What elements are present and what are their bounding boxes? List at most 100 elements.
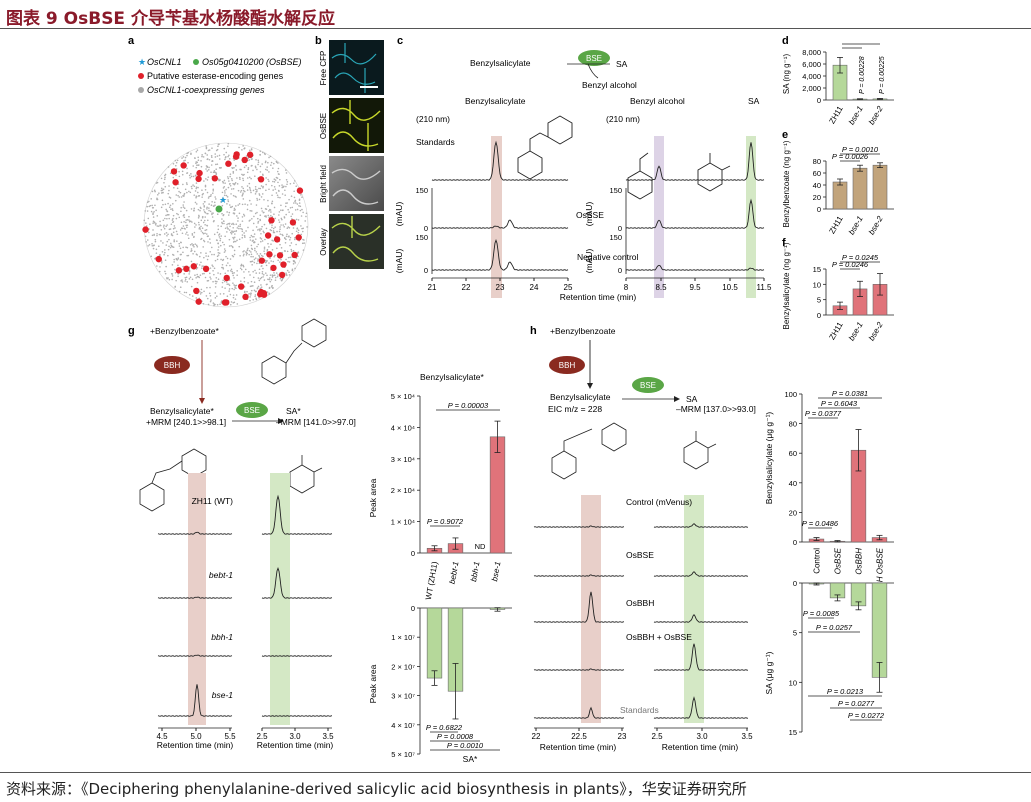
- coexpressed-gene-node: [232, 238, 235, 240]
- coexpressed-gene-node: [221, 263, 224, 266]
- coexpressed-gene-node: [255, 298, 258, 301]
- trace-g-left: [157, 684, 233, 717]
- coexpressed-gene-node: [294, 209, 297, 211]
- coexpressed-gene-node: [170, 234, 173, 236]
- coexpressed-gene-node: [228, 290, 230, 292]
- coexpressed-gene-node: [255, 251, 258, 253]
- micrograph-osbse: [329, 98, 384, 153]
- coexpressed-gene-node: [155, 182, 158, 184]
- category-label: bbh-1: [469, 561, 481, 583]
- coexpressed-gene-node: [227, 270, 229, 272]
- coexpressed-gene-node: [216, 295, 218, 298]
- trace-osbse-left: [431, 219, 569, 229]
- coexpressed-gene-node: [220, 201, 222, 203]
- trace-label-standards: Standards: [416, 137, 455, 147]
- coexpressed-gene-node: [224, 192, 226, 194]
- coexpressed-gene-node: [287, 226, 290, 228]
- coexpressed-gene-node: [242, 213, 245, 216]
- coexpressed-gene-node: [204, 211, 207, 214]
- coexpressed-gene-node: [205, 295, 208, 297]
- coexpressed-gene-node: [189, 191, 192, 194]
- coexpressed-gene-node: [268, 180, 270, 182]
- coexpressed-gene-node: [230, 301, 233, 303]
- coexpressed-gene-node: [214, 196, 216, 198]
- coexpressed-gene-node: [201, 231, 204, 234]
- esterase-gene-node: [180, 162, 187, 169]
- coexpressed-gene-node: [268, 188, 270, 191]
- coexpressed-gene-node: [191, 278, 194, 281]
- y-tick-label: 0: [793, 538, 797, 547]
- coexpressed-gene-node: [192, 175, 195, 178]
- coexpressed-gene-node: [211, 253, 213, 256]
- coexpressed-gene-node: [156, 198, 159, 201]
- coexpressed-gene-node: [189, 176, 191, 179]
- coexpressed-gene-node: [164, 217, 166, 220]
- bar: [852, 167, 868, 210]
- coexpressed-gene-node: [166, 234, 168, 237]
- coexpressed-gene-node: [236, 303, 239, 305]
- coexpressed-gene-node: [196, 281, 199, 284]
- coexpressed-gene-node: [221, 281, 224, 284]
- y-tick-label: 0: [817, 311, 821, 320]
- coexpressed-gene-node: [156, 234, 158, 237]
- coexpressed-gene-node: [160, 228, 163, 231]
- trace-label-osbse: OsBSE: [576, 210, 604, 220]
- coexpressed-gene-node: [171, 273, 174, 275]
- coexpressed-gene-node: [206, 297, 209, 300]
- coexpressed-gene-node: [224, 182, 226, 184]
- coexpressed-gene-node: [285, 258, 287, 261]
- coexpressed-gene-node: [210, 155, 213, 157]
- coexpressed-gene-node: [161, 250, 164, 253]
- coexpressed-gene-node: [259, 165, 262, 168]
- coexpressed-gene-node: [261, 270, 264, 273]
- coexpressed-gene-node: [248, 271, 250, 273]
- coexpressed-gene-node: [249, 149, 251, 152]
- coexpressed-gene-node: [228, 158, 231, 160]
- coexpressed-gene-node: [257, 243, 260, 246]
- coexpressed-gene-node: [198, 223, 200, 226]
- coexpressed-gene-node: [260, 185, 263, 187]
- category-label: ZH11: [827, 104, 845, 125]
- coexpressed-gene-node: [154, 204, 156, 207]
- coexpressed-gene-node: [232, 246, 234, 249]
- coexpressed-gene-node: [205, 233, 208, 235]
- coexpressed-gene-node: [247, 168, 250, 171]
- coexpressed-gene-node: [191, 233, 194, 235]
- coexpressed-gene-node: [205, 146, 208, 149]
- coexpressed-gene-node: [250, 203, 252, 205]
- coexpressed-gene-node: [249, 219, 251, 221]
- coexpressed-gene-node: [240, 168, 242, 171]
- coexpressed-gene-node: [240, 268, 243, 271]
- coexpressed-gene-node: [242, 145, 244, 147]
- coexpressed-gene-node: [202, 239, 205, 242]
- coexpressed-gene-node: [285, 172, 288, 174]
- category-label: WT (ZH11): [424, 560, 440, 600]
- coexpressed-gene-node: [223, 222, 225, 225]
- coexpressed-gene-node: [254, 257, 257, 259]
- coexpressed-gene-node: [272, 189, 274, 191]
- coexpressed-gene-node: [268, 246, 270, 248]
- coexpressed-gene-node: [281, 278, 284, 281]
- coexpressed-gene-node: [222, 220, 225, 222]
- coexpressed-gene-node: [201, 267, 203, 269]
- coexpressed-gene-node: [219, 273, 222, 275]
- coexpressed-gene-node: [215, 282, 217, 285]
- coexpressed-gene-node: [189, 276, 192, 279]
- coexpressed-gene-node: [257, 222, 259, 224]
- coexpressed-gene-node: [209, 195, 212, 198]
- coexpressed-gene-node: [266, 274, 268, 277]
- coexpressed-gene-node: [288, 261, 291, 263]
- coexpressed-gene-node: [146, 210, 149, 212]
- coexpressed-gene-node: [150, 210, 153, 213]
- coexpressed-gene-node: [251, 164, 253, 167]
- bse-oval-h: [632, 377, 664, 393]
- coexpressed-gene-node: [162, 191, 164, 194]
- coexpressed-gene-node: [286, 202, 289, 204]
- y-tick-label: 40: [813, 181, 821, 190]
- coexpressed-gene-node: [208, 207, 210, 209]
- coexpressed-gene-node: [155, 209, 157, 212]
- band-benzyl-alcohol: [654, 136, 664, 298]
- coexpressed-gene-node: [147, 217, 150, 220]
- coexpressed-gene-node: [270, 278, 273, 281]
